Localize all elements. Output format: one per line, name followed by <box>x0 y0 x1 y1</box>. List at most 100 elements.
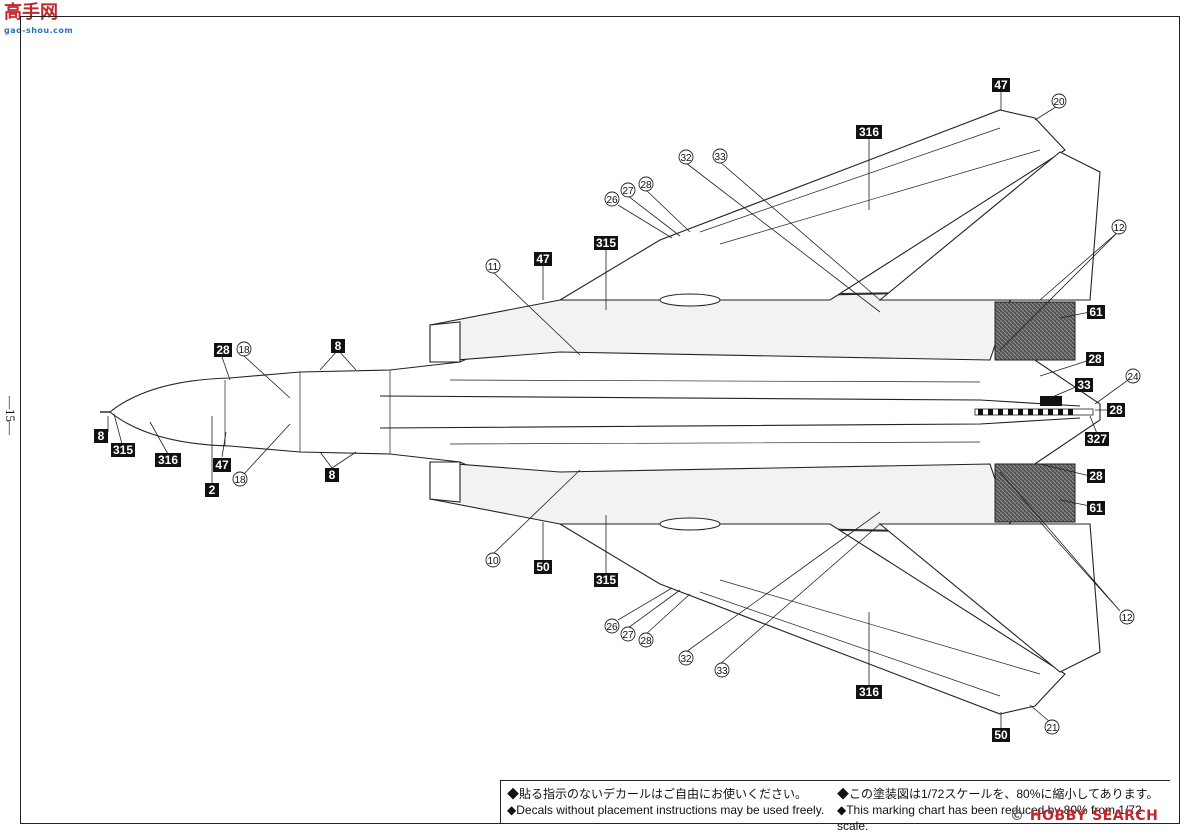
lower-wing <box>558 523 1066 715</box>
lower-nacelle <box>429 461 1011 533</box>
lower-stabilizer <box>878 523 1101 673</box>
callout-circle-11: 11 <box>485 258 501 274</box>
svg-text:28: 28 <box>216 343 230 357</box>
upper-nacelle <box>429 291 1011 363</box>
callout-box-61-upper: 61 <box>1087 305 1105 319</box>
svg-text:33: 33 <box>1077 378 1091 392</box>
svg-text:28: 28 <box>1088 352 1102 366</box>
callout-box-28-nose: 28 <box>214 343 232 357</box>
svg-text:32: 32 <box>680 654 692 665</box>
callout-box-50-wing: 50 <box>534 560 552 574</box>
note-jp-right: ◆この塗装図は1/72スケールを、80%に縮小してあります。 <box>837 787 1159 801</box>
site-logo: 高手网 gao-shou.com <box>4 2 74 36</box>
callout-circle-26-upper: 26 <box>604 191 620 207</box>
nose-outline <box>109 291 1101 533</box>
callout-box-315-lower: 315 <box>594 573 618 587</box>
callout-circle-18-upper: 18 <box>236 341 252 357</box>
callout-circle-21: 21 <box>1044 719 1060 735</box>
svg-text:12: 12 <box>1113 223 1125 234</box>
callout-circle-33-lower: 33 <box>714 662 730 678</box>
callout-box-28-upper-tail: 28 <box>1086 352 1104 366</box>
svg-text:33: 33 <box>716 666 728 677</box>
callout-box-47-tip: 47 <box>992 78 1010 92</box>
callout-box-8-lower: 8 <box>325 468 339 482</box>
callout-circle-32-upper: 32 <box>678 149 694 165</box>
svg-text:27: 27 <box>622 186 634 197</box>
callout-circle-32-lower: 32 <box>678 650 694 666</box>
upper-exhaust-nozzle <box>994 301 1076 361</box>
svg-text:50: 50 <box>536 560 550 574</box>
callout-box-47-wing: 47 <box>534 252 552 266</box>
svg-text:11: 11 <box>488 262 499 273</box>
svg-text:28: 28 <box>1109 403 1123 417</box>
callout-box-315-nose: 315 <box>111 443 135 457</box>
callout-circle-28-lower: 28 <box>638 632 654 648</box>
svg-text:18: 18 <box>234 475 246 486</box>
svg-text:28: 28 <box>640 180 652 191</box>
callout-box-61-lower: 61 <box>1087 501 1105 515</box>
svg-text:61: 61 <box>1089 501 1103 515</box>
svg-text:10: 10 <box>487 556 499 567</box>
svg-text:24: 24 <box>1127 372 1139 383</box>
watermark: © HOBBY SEARCH <box>1010 808 1159 824</box>
svg-text:47: 47 <box>215 458 229 472</box>
svg-text:316: 316 <box>158 453 178 467</box>
svg-text:28: 28 <box>640 636 652 647</box>
callout-circle-12-lower: 12 <box>1119 609 1135 625</box>
callout-circle-27-lower: 27 <box>620 626 636 642</box>
svg-text:26: 26 <box>606 622 618 633</box>
callout-box-316-upper-wing: 316 <box>856 125 882 139</box>
callout-box-47-nose: 47 <box>213 458 231 472</box>
svg-text:315: 315 <box>596 573 616 587</box>
svg-text:61: 61 <box>1089 305 1103 319</box>
callout-circle-20: 20 <box>1051 93 1067 109</box>
callout-box-316-nose: 316 <box>155 453 181 467</box>
callout-circle-33-upper: 33 <box>712 148 728 164</box>
upper-wing <box>558 109 1066 301</box>
callout-box-315-upper: 315 <box>594 236 618 250</box>
lower-exhaust-nozzle <box>994 463 1076 523</box>
svg-text:8: 8 <box>335 339 342 353</box>
callout-circle-10: 10 <box>485 552 501 568</box>
callout-circle-18-lower: 18 <box>232 471 248 487</box>
callout-circle-27-upper: 27 <box>620 182 636 198</box>
svg-text:315: 315 <box>113 443 133 457</box>
callout-box-316-lower-wing: 316 <box>856 685 882 699</box>
svg-text:33: 33 <box>714 152 726 163</box>
svg-text:8: 8 <box>98 429 105 443</box>
svg-text:12: 12 <box>1121 613 1133 624</box>
svg-text:8: 8 <box>329 468 336 482</box>
svg-text:18: 18 <box>238 345 250 356</box>
svg-text:20: 20 <box>1053 97 1065 108</box>
tail-checker-stripe <box>974 408 1094 416</box>
callout-circle-12-upper: 12 <box>1111 219 1127 235</box>
callout-box-50-tip: 50 <box>992 728 1010 742</box>
svg-text:50: 50 <box>994 728 1008 742</box>
svg-text:28: 28 <box>1089 469 1103 483</box>
note-en-right: ◆This marking chart has been reduced by … <box>837 803 1142 833</box>
svg-text:316: 316 <box>859 125 879 139</box>
callout-box-2: 2 <box>205 483 219 497</box>
callout-box-28-lower-tail: 28 <box>1087 469 1105 483</box>
svg-text:32: 32 <box>680 153 692 164</box>
callout-box-33-tail: 33 <box>1075 378 1093 392</box>
callout-box-28-tail: 28 <box>1107 403 1125 417</box>
svg-text:27: 27 <box>622 630 634 641</box>
notes-box: ◆貼る指示のないデカールはご自由にお使いください。 ◆Decals withou… <box>500 780 1170 833</box>
svg-text:315: 315 <box>596 236 616 250</box>
page-number: —15— <box>3 396 18 435</box>
svg-text:316: 316 <box>859 685 879 699</box>
diagram-frame <box>20 16 1180 824</box>
svg-text:327: 327 <box>1087 432 1107 446</box>
callout-box-327: 327 <box>1085 432 1109 446</box>
notes-left: ◆貼る指示のないデカールはご自由にお使いください。 ◆Decals withou… <box>507 786 824 818</box>
svg-text:26: 26 <box>606 195 618 206</box>
upper-stabilizer <box>878 151 1101 301</box>
svg-text:21: 21 <box>1046 723 1058 734</box>
svg-text:47: 47 <box>536 252 550 266</box>
callout-circle-24: 24 <box>1125 368 1141 384</box>
svg-text:2: 2 <box>209 483 216 497</box>
notes-right: ◆この塗装図は1/72スケールを、80%に縮小してあります。 ◆This mar… <box>837 786 1170 834</box>
callout-box-8-nose: 8 <box>94 429 108 443</box>
